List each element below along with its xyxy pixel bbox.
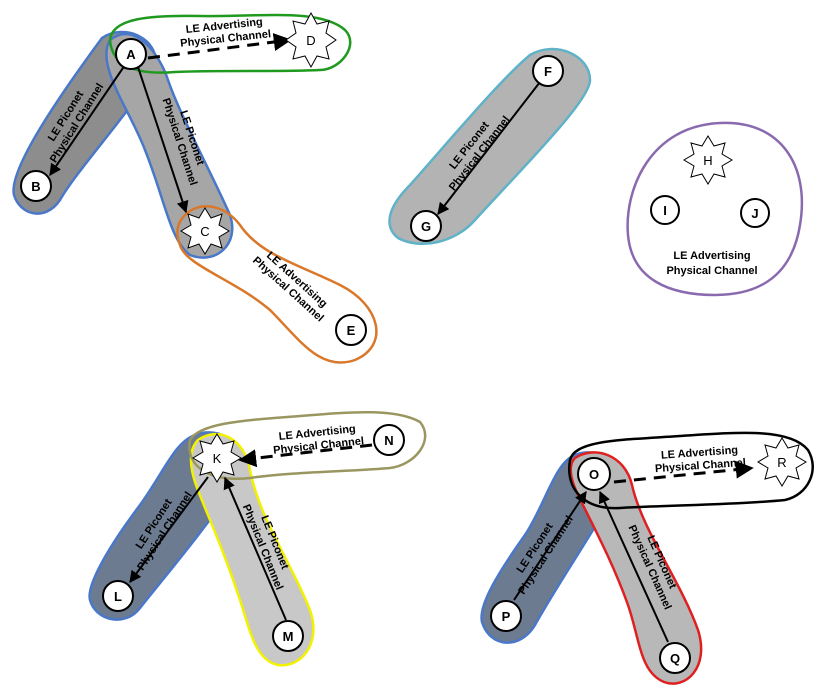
device-o <box>577 457 611 491</box>
device-j <box>740 198 770 228</box>
group-f: LE Piconet Physical Channel F G <box>388 47 592 246</box>
device-l-label: L <box>114 589 122 604</box>
group-h: H I J LE Advertising Physical Channel <box>626 121 804 297</box>
piconet-link-a-b <box>49 64 126 176</box>
adv-region-h-i-j <box>626 121 804 297</box>
device-h <box>683 135 733 185</box>
adv-region-c-e <box>176 205 378 364</box>
adv-link-n-k <box>238 443 373 468</box>
device-g-label: G <box>421 219 431 234</box>
adv-region-a-d <box>108 13 352 74</box>
piconet-link-k-l <box>129 476 209 583</box>
device-a <box>115 38 147 70</box>
device-b-label: B <box>31 179 40 194</box>
device-d <box>285 11 337 69</box>
device-j-label: J <box>751 206 758 221</box>
device-e <box>335 314 367 346</box>
device-q <box>659 642 691 674</box>
device-g <box>410 210 442 242</box>
piconet-link-m-k <box>223 476 287 621</box>
device-m <box>272 620 304 652</box>
device-i <box>650 195 680 225</box>
group-k: LE Piconet Physical Channel LE Piconet P… <box>88 411 427 667</box>
device-k <box>192 433 242 483</box>
piconet-region-k-m <box>189 432 315 667</box>
device-r <box>757 437 807 487</box>
device-i-label: I <box>663 203 667 218</box>
piconet-link-p-o <box>513 491 587 601</box>
device-o-label: O <box>589 467 599 482</box>
device-k-label: K <box>213 451 222 466</box>
label-adv-h-1: LE Advertising <box>673 250 750 262</box>
label-adv-o-r-1: LE Advertising <box>661 444 739 461</box>
device-f <box>532 55 564 87</box>
piconet-link-a-c <box>137 66 189 214</box>
device-n <box>373 424 405 456</box>
device-n-label: N <box>384 433 393 448</box>
adv-region-k-n <box>188 411 427 480</box>
device-m-label: M <box>283 629 294 644</box>
group-a: LE Piconet Physical Channel LE Piconet P… <box>12 11 378 364</box>
device-c <box>180 207 230 255</box>
adv-link-o-r <box>613 460 754 484</box>
adv-region-o-r <box>567 431 814 510</box>
piconet-region-a-c <box>105 32 234 259</box>
device-c-label: C <box>200 224 209 239</box>
adv-link-a-d <box>147 33 292 60</box>
piconet-region-o-q <box>569 451 703 685</box>
device-f-label: F <box>544 64 552 79</box>
device-b <box>20 170 52 202</box>
device-e-label: E <box>347 323 356 338</box>
device-l <box>102 580 134 612</box>
device-d-label: D <box>306 33 315 48</box>
device-a-label: A <box>126 47 136 62</box>
group-o: LE Piconet Physical Channel LE Piconet P… <box>480 431 814 685</box>
device-p-label: P <box>502 609 511 624</box>
device-q-label: Q <box>670 651 680 666</box>
piconet-link-q-o <box>598 490 669 643</box>
piconet-link-f-g <box>437 81 541 215</box>
label-adv-h-2: Physical Channel <box>666 265 757 277</box>
device-p <box>490 600 522 632</box>
device-r-label: R <box>777 455 786 470</box>
device-h-label: H <box>703 153 712 168</box>
